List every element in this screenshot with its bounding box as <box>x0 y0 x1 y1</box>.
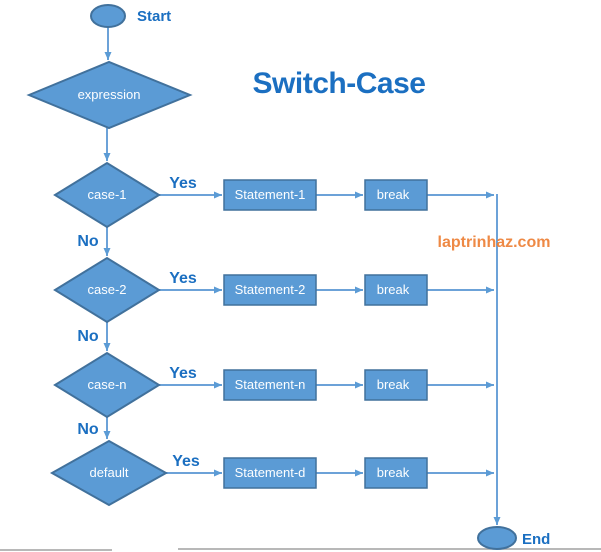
break4-label: break <box>377 465 410 480</box>
statementd-label: Statement-d <box>235 465 306 480</box>
statementn-box <box>223 369 317 401</box>
case2-decision-shape <box>53 256 161 324</box>
statementn-label: Statement-n <box>235 377 306 392</box>
case1-label: case-1 <box>87 187 126 202</box>
statement2-box <box>223 274 317 306</box>
break1-label: break <box>377 187 410 202</box>
break3-box <box>364 369 428 401</box>
break3-label: break <box>377 377 410 392</box>
yes-label-casen: Yes <box>169 365 197 382</box>
yes-label-case1: Yes <box>169 175 197 192</box>
statement1-box <box>223 179 317 211</box>
statementd-box <box>223 457 317 489</box>
no-label-case1: No <box>77 233 99 250</box>
start-label: Start <box>137 8 171 25</box>
diagram-title: Switch-Case <box>253 67 426 100</box>
break1-box <box>364 179 428 211</box>
default-decision-shape <box>49 439 169 507</box>
casen-label: case-n <box>87 377 126 392</box>
statement2-label: Statement-2 <box>235 282 306 297</box>
break2-box <box>364 274 428 306</box>
expression-decision-shape <box>26 60 193 130</box>
case1-decision-shape <box>53 161 161 229</box>
break4-box <box>364 457 428 489</box>
end-terminal-shape <box>477 526 517 550</box>
expression-label: expression <box>78 87 141 102</box>
no-label-case2: No <box>77 328 99 345</box>
start-terminal-shape <box>90 4 126 28</box>
end-label: End <box>522 531 550 548</box>
statement1-label: Statement-1 <box>235 187 306 202</box>
no-label-casen: No <box>77 421 99 438</box>
break2-label: break <box>377 282 410 297</box>
yes-label-default: Yes <box>172 453 200 470</box>
casen-decision-shape <box>53 351 161 419</box>
default-label: default <box>89 465 128 480</box>
yes-label-case2: Yes <box>169 270 197 287</box>
watermark: laptrinhaz.com <box>438 234 551 251</box>
case2-label: case-2 <box>87 282 126 297</box>
